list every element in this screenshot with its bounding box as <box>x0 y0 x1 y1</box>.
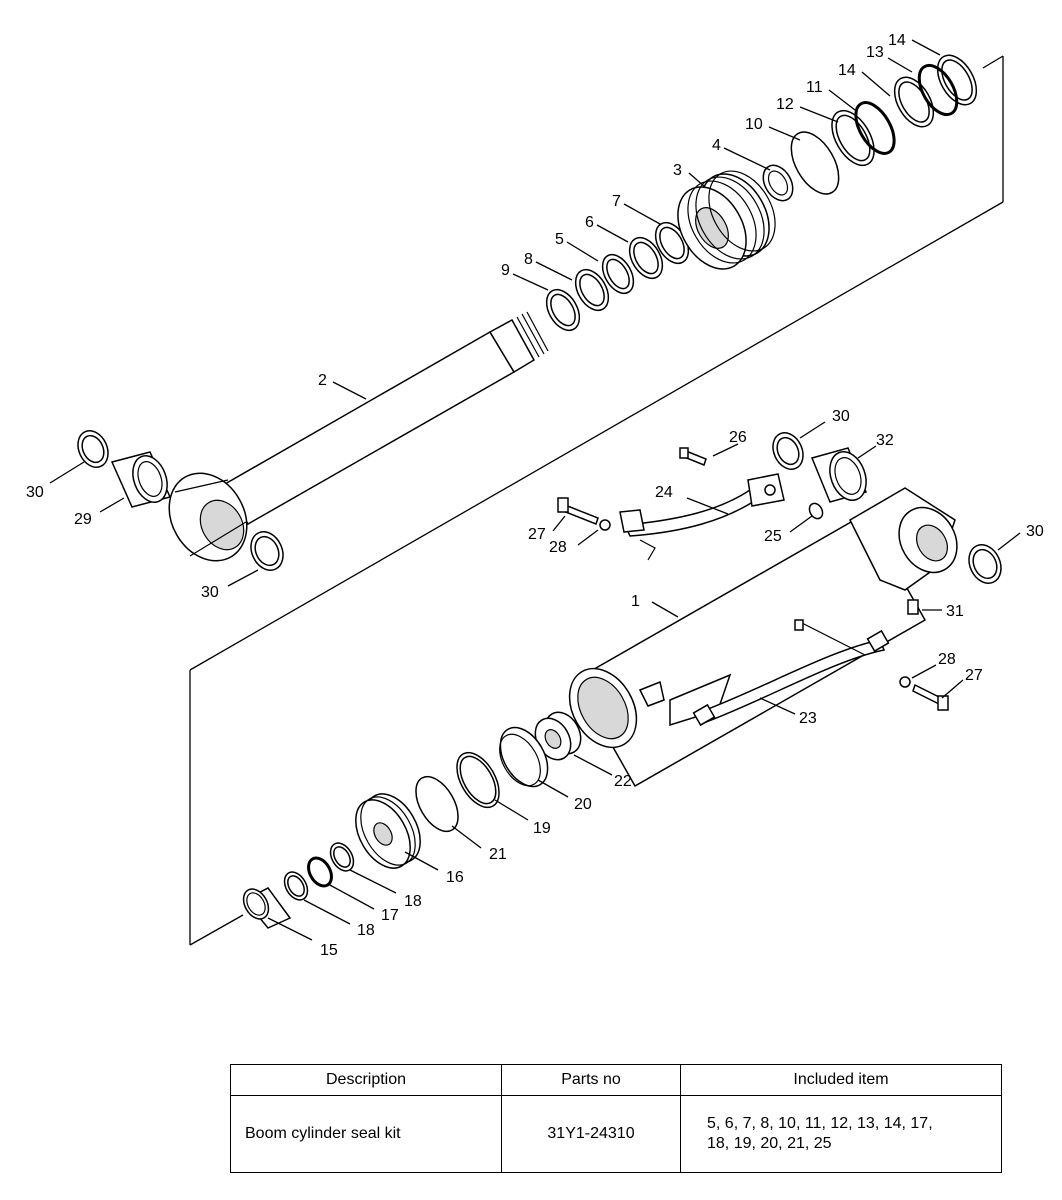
callout-label: 31 <box>946 603 964 620</box>
callout-label: 15 <box>320 942 338 959</box>
callout-label: 14 <box>838 62 856 79</box>
part-piston-16 <box>355 793 421 869</box>
callout-label: 6 <box>585 214 594 231</box>
part-pipe-24 <box>619 473 785 561</box>
callout-label: 4 <box>712 137 721 154</box>
callout-label: 23 <box>799 710 817 727</box>
part-piston-rings-19-21 <box>415 726 549 833</box>
header-description: Description <box>230 1064 502 1096</box>
callout-label: 16 <box>446 869 464 886</box>
part-dust-seals-30-lower <box>772 432 1002 584</box>
part-rod-seals-5-9 <box>545 221 690 332</box>
included-item-line: 18, 19, 20, 21, 25 <box>707 1135 832 1152</box>
callout-label: 1 <box>631 593 640 610</box>
header-included-item: Included item <box>680 1064 1002 1096</box>
callout-label: 26 <box>729 429 747 446</box>
callout-label: 11 <box>806 79 823 96</box>
callout-label: 20 <box>574 796 592 813</box>
callout-label: 27 <box>965 667 983 684</box>
part-dust-seals-30-upper <box>77 430 284 571</box>
cell-parts-no: 31Y1-24310 <box>501 1095 681 1173</box>
table-header-row: Description Parts no Included item <box>230 1064 1002 1096</box>
boom-cylinder-exploded-diagram: 14 13 14 11 12 10 4 3 7 6 5 8 9 2 30 29 … <box>26 32 1044 959</box>
table-row: Boom cylinder seal kit 31Y1-24310 5, 6, … <box>230 1095 1002 1173</box>
part-tube-1 <box>568 487 958 788</box>
part-piston-seals-10-14 <box>790 54 978 195</box>
callout-label: 30 <box>1026 523 1044 540</box>
callout-label: 28 <box>938 651 956 668</box>
callout-label: 18 <box>357 922 375 939</box>
cell-included-item: 5, 6, 7, 8, 10, 11, 12, 13, 14, 17, 18, … <box>680 1095 1002 1173</box>
callout-labels: 14 13 14 11 12 10 4 3 7 6 5 8 9 2 30 29 … <box>26 32 1044 959</box>
part-bushing-4 <box>762 164 794 202</box>
callout-label: 30 <box>832 408 850 425</box>
included-item-line: 5, 6, 7, 8, 10, 11, 12, 13, 14, 17, <box>707 1115 933 1132</box>
callout-label: 24 <box>655 484 673 501</box>
callout-label: 5 <box>555 231 564 248</box>
leader-lines <box>49 39 1021 941</box>
callout-label: 29 <box>74 511 92 528</box>
callout-label: 25 <box>764 528 782 545</box>
callout-label: 27 <box>528 526 546 543</box>
callout-label: 7 <box>612 193 621 210</box>
part-bushing-32 <box>810 447 868 503</box>
cell-description: Boom cylinder seal kit <box>230 1095 502 1173</box>
part-rod-cover-3 <box>677 170 776 270</box>
callout-label: 19 <box>533 820 551 837</box>
callout-label: 9 <box>501 262 510 279</box>
callout-label: 14 <box>888 32 906 49</box>
callout-label: 30 <box>201 584 219 601</box>
seal-kit-table: Description Parts no Included item Boom … <box>230 1064 1002 1173</box>
callout-label: 10 <box>745 116 763 133</box>
part-bolts-and-washers <box>557 447 949 711</box>
part-piston-nut-22 <box>534 711 582 761</box>
assembly-frame <box>189 55 1004 946</box>
callout-label: 17 <box>381 907 399 924</box>
callout-label: 8 <box>524 251 533 268</box>
callout-label: 12 <box>776 96 794 113</box>
callout-label: 28 <box>549 539 567 556</box>
part-bushing-29 <box>110 451 172 508</box>
callout-label: 3 <box>673 162 682 179</box>
callout-label: 30 <box>26 484 44 501</box>
callout-label: 13 <box>866 44 884 61</box>
callout-label: 21 <box>489 846 507 863</box>
part-rod <box>168 311 549 562</box>
part-cushion-rings-15-18 <box>242 842 355 929</box>
callout-label: 18 <box>404 893 422 910</box>
part-pipe-23 <box>638 619 890 727</box>
callout-label: 22 <box>614 773 632 790</box>
header-parts-no: Parts no <box>501 1064 681 1096</box>
callout-label: 32 <box>876 432 894 449</box>
callout-label: 2 <box>318 372 327 389</box>
